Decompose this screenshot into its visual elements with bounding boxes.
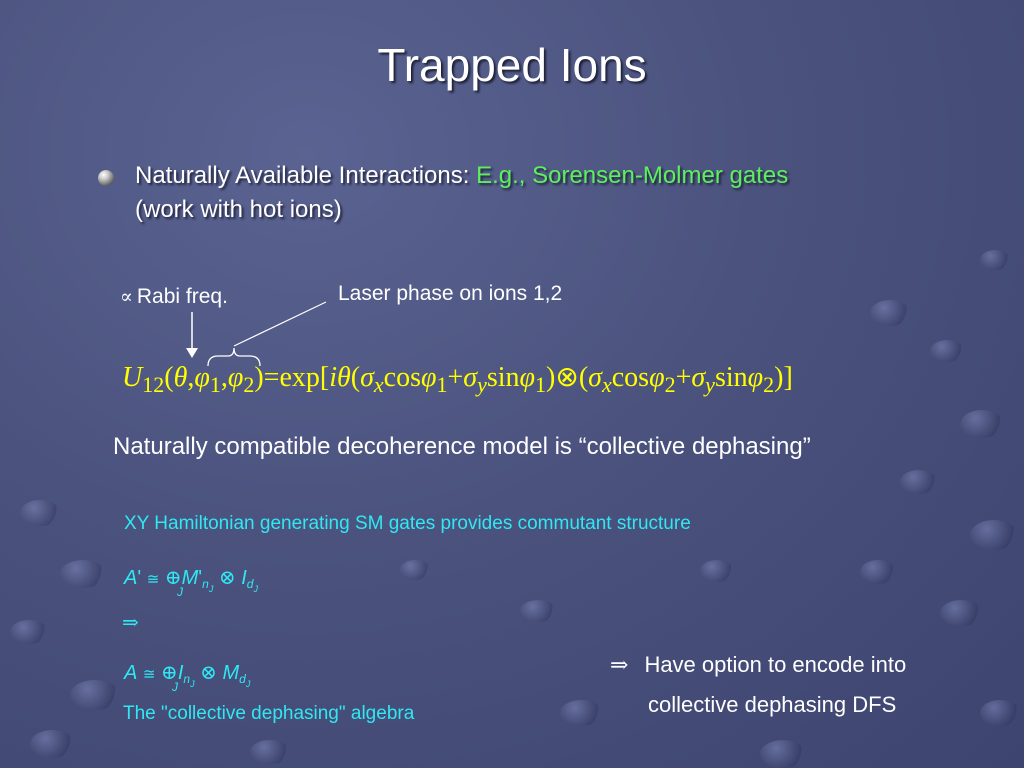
sm-gate-formula: U12(θ,φ1,φ2)=exp[iθ(σxcosφ1+σysinφ1)⊗(σx… <box>122 362 793 397</box>
bullet-sphere-icon <box>98 170 114 186</box>
option-line-1: ⇒ Have option to encode into <box>610 652 906 678</box>
bullet-line-2: (work with hot ions) <box>135 196 342 223</box>
implies-arrow-icon: ⇒ <box>610 653 629 678</box>
rabi-annotation: ∝Rabi freq. <box>120 285 228 309</box>
algebra-caption: The "collective dephasing" algebra <box>123 703 415 724</box>
slide-title: Trapped Ions <box>377 39 647 91</box>
option-text-1: Have option to encode into <box>644 652 907 677</box>
decoherence-statement: Naturally compatible decoherence model i… <box>113 433 811 460</box>
commutant-heading: XY Hamiltonian generating SM gates provi… <box>124 513 691 534</box>
bullet-label: Naturally Available Interactions: <box>135 162 470 189</box>
bullet-line-1: Naturally Available Interactions: E.g., … <box>135 162 788 190</box>
bullet-highlight: E.g., Sorensen-Molmer gates <box>476 162 789 189</box>
laser-phase-annotation: Laser phase on ions 1,2 <box>338 282 563 305</box>
implies-symbol: ⇒ <box>122 610 139 634</box>
rabi-arrowhead <box>186 348 198 358</box>
proportional-symbol: ∝ <box>120 286 133 308</box>
laser-pointer-line <box>233 301 327 347</box>
rabi-label: Rabi freq. <box>136 285 228 308</box>
laser-brace <box>207 347 261 367</box>
option-line-2: collective dephasing DFS <box>648 692 897 717</box>
